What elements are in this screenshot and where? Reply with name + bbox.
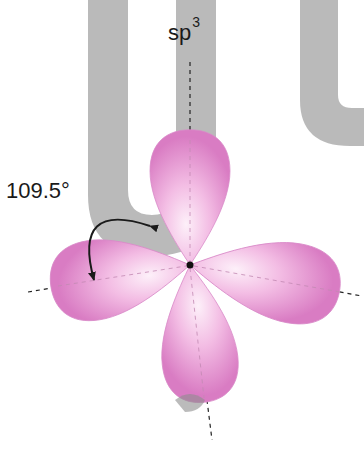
- nucleus-dot: [187, 262, 194, 269]
- angle-arrow: [89, 220, 150, 280]
- watermark: [88, 0, 364, 256]
- axis-lines: [28, 62, 362, 440]
- angle-label: 109.5°: [6, 180, 70, 202]
- superscript: 3: [192, 15, 200, 29]
- orbital-lobes: [45, 130, 347, 406]
- hybrid-label: sp: [168, 22, 191, 44]
